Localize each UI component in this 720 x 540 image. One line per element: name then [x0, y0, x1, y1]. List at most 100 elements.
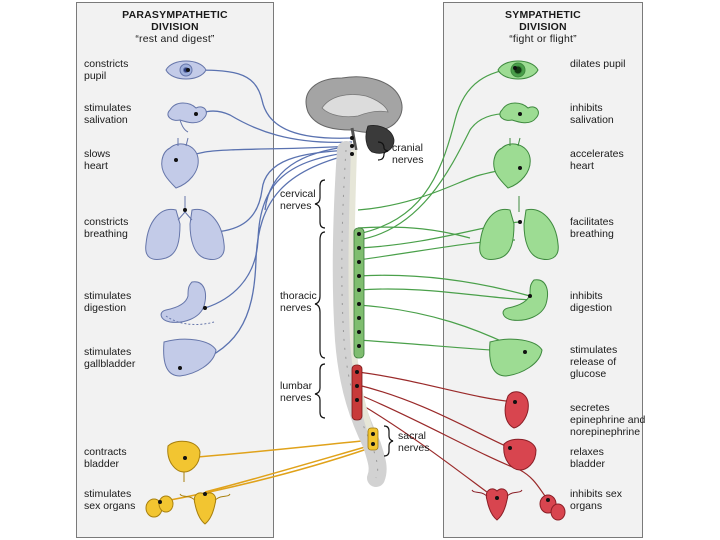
nerve-to-salivary-s	[357, 112, 521, 241]
effect-text: salivation	[570, 114, 614, 126]
salivary-gland-p	[167, 102, 207, 133]
effect-label-s-2: inhibits salivation	[570, 102, 614, 126]
effect-text: gallbladder	[84, 358, 136, 370]
effect-text: digestion	[570, 302, 613, 314]
effect-text: secretes	[570, 402, 610, 414]
nerve-to-adrenal	[357, 371, 516, 403]
effect-text: sex organs	[84, 500, 136, 512]
nerve-text: lumbar	[280, 380, 313, 392]
stomach-p	[160, 281, 215, 325]
effect-label-p-4: constricts breathing	[84, 216, 128, 240]
sympathetic-title: SYMPATHETIC	[505, 9, 581, 21]
cerebellum-shape	[365, 125, 395, 154]
effect-text: release of	[570, 356, 617, 368]
eye-s	[497, 60, 539, 80]
sacral-bracket	[383, 425, 394, 457]
sympathetic-organs	[479, 60, 559, 377]
effect-text: organs	[570, 500, 603, 512]
effect-label-s-9: inhibits sex organs	[570, 488, 622, 512]
sacral-ganglia	[367, 427, 379, 451]
nerve-to-sex-s	[359, 394, 549, 501]
testis-s-2	[550, 503, 566, 521]
nerve-text: nerves	[392, 154, 424, 166]
lumbar-nerves-label: lumbar nerves	[280, 380, 312, 404]
effect-text: constricts	[84, 216, 129, 228]
effect-text: dilates pupil	[570, 58, 626, 70]
effect-text: facilitates	[570, 216, 614, 228]
effect-label-s-6: stimulates release of glucose	[570, 344, 617, 380]
nerve-to-eye	[187, 69, 353, 139]
nerve-to-eye-s	[357, 67, 516, 235]
sympathetic-lower-organs	[471, 391, 566, 521]
nerve-to-heart	[175, 145, 353, 161]
nerve-brackets	[314, 141, 394, 457]
parasympathetic-organs	[145, 60, 225, 377]
nerve-text: thoracic	[280, 290, 317, 302]
effect-label-s-3: accelerates heart	[570, 148, 624, 172]
effect-text: inhibits	[570, 290, 603, 302]
nerve-text: nerves	[398, 442, 430, 454]
sacral-nerves-label: sacral nerves	[398, 430, 430, 454]
sacral-nerves	[159, 439, 373, 503]
sympathetic-lower-dots	[495, 400, 550, 502]
uterus-s	[485, 488, 509, 521]
sympathetic-lower-nerves	[357, 371, 549, 501]
adrenal-gland-s	[504, 391, 529, 429]
effect-label-s-4: facilitates breathing	[570, 216, 614, 240]
nerve-to-uterus-p	[204, 444, 373, 493]
effect-text: stimulates	[84, 102, 132, 114]
nerve-text: sacral	[398, 430, 427, 442]
parasympathetic-organ-dots	[174, 68, 207, 370]
uterus-p	[193, 492, 217, 525]
sacral-organs	[145, 440, 231, 525]
heart-p	[161, 137, 199, 189]
effect-text: heart	[570, 160, 594, 172]
effect-text: contracts	[84, 446, 127, 458]
effect-text: epinephrine and	[570, 414, 646, 426]
effect-text: salivation	[84, 114, 128, 126]
cranial-bracket	[377, 141, 389, 161]
sympathetic-header: SYMPATHETIC DIVISION “fight or flight”	[444, 9, 642, 45]
effect-text: stimulates	[84, 346, 132, 358]
effect-text: constricts	[84, 58, 129, 70]
lungs-s	[479, 196, 559, 260]
sympathetic-ganglia-chain	[353, 227, 365, 359]
effect-text: slows	[84, 148, 111, 160]
effect-text: relaxes	[570, 446, 604, 458]
nerve-to-gallbladder	[179, 153, 353, 369]
brainstem-shape	[350, 127, 358, 151]
heart-s	[493, 137, 531, 189]
cervical-bracket	[314, 179, 326, 229]
effect-text: inhibits	[570, 102, 603, 114]
sympathetic-subtitle: “fight or flight”	[509, 33, 577, 45]
brain-interior	[321, 94, 389, 118]
sacral-organ-dots	[158, 456, 207, 504]
effect-label-p-3: slows heart	[84, 148, 110, 172]
nerve-branch-s	[357, 226, 471, 239]
effect-label-p-2: stimulates salivation	[84, 102, 131, 126]
effect-label-p-8: stimulates sex organs	[84, 488, 135, 512]
nerve-to-bladder-p	[184, 439, 373, 459]
effect-label-s-7: secretes epinephrine and norepinephrine	[570, 402, 645, 438]
lumbar-ganglia-chain	[351, 364, 363, 421]
effect-label-s-1: dilates pupil	[570, 58, 625, 70]
nerve-text: nerves	[280, 302, 312, 314]
effect-text: bladder	[84, 458, 120, 470]
effect-text: digestion	[84, 302, 127, 314]
bladder-s	[503, 438, 537, 471]
liver-s	[489, 338, 543, 377]
effect-text: breathing	[570, 228, 614, 240]
testis-p-2	[158, 495, 174, 513]
ganglia-dots	[350, 136, 375, 446]
effect-text: norepinephrine	[570, 426, 641, 438]
thoracic-nerves-label: thoracic nerves	[280, 290, 317, 314]
effect-label-s-8: relaxes bladder	[570, 446, 605, 470]
effect-text: accelerates	[570, 148, 624, 160]
nerve-to-bladder-s	[357, 384, 511, 449]
nerve-to-heart-s	[357, 167, 521, 211]
effect-label-p-6: stimulates gallbladder	[84, 346, 135, 370]
effect-label-p-5: stimulates digestion	[84, 290, 131, 314]
spinal-column	[332, 136, 387, 487]
cervical-nerves-label: cervical nerves	[280, 188, 316, 212]
